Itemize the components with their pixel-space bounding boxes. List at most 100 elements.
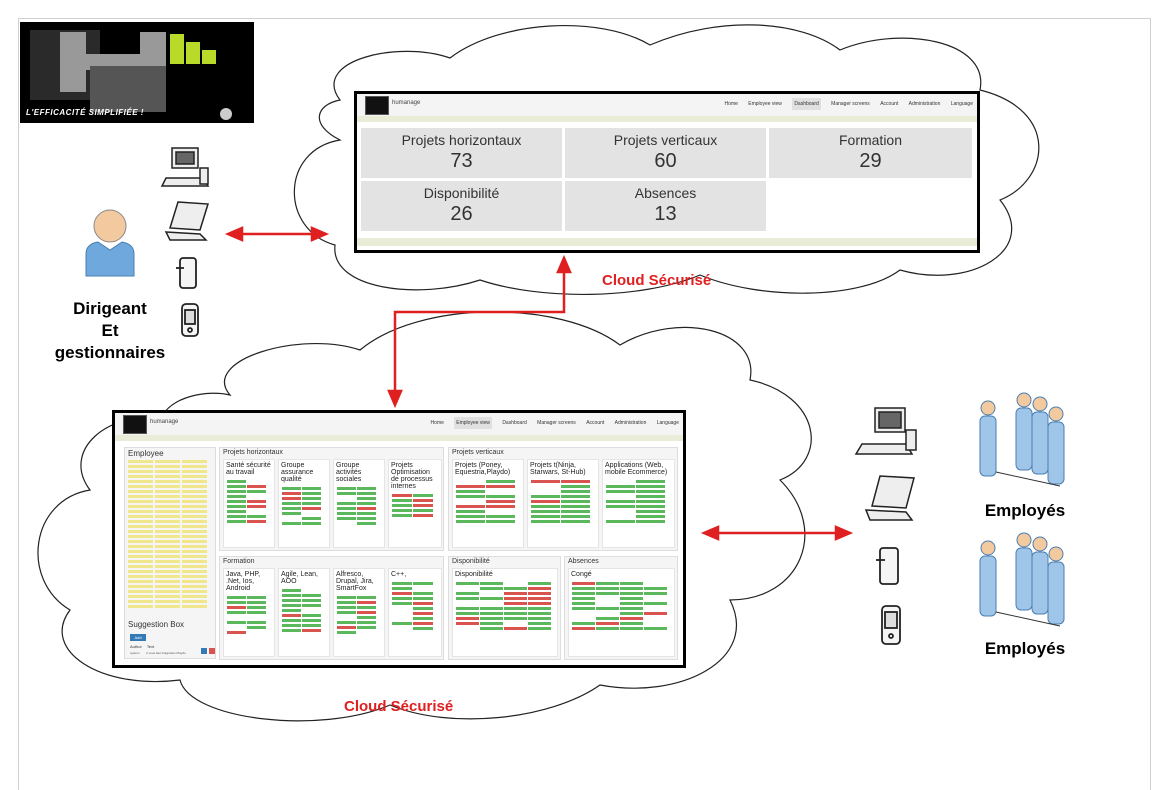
- employee-table-cell: [128, 595, 153, 598]
- schedule-cell: [337, 626, 356, 629]
- employee-table-cell: [128, 515, 153, 518]
- employee-table-cell: [128, 485, 153, 488]
- employee-table-cell: [128, 605, 153, 608]
- sub-applications: Applications (Web, mobile Ecommerce): [602, 459, 675, 548]
- app-brand-name[interactable]: humanage: [150, 419, 179, 425]
- employee-table-cell: [182, 560, 207, 563]
- app-brand-name[interactable]: humanage: [392, 100, 421, 106]
- nav-home[interactable]: Home: [430, 420, 444, 426]
- nav-administration[interactable]: Administration: [908, 101, 941, 107]
- schedule-cell: [337, 631, 356, 634]
- schedule-cell: [456, 622, 479, 625]
- schedule-cell: [302, 629, 321, 632]
- employee-table-cell: [155, 600, 180, 603]
- schedule-cell: [456, 592, 479, 595]
- app-brand-logo[interactable]: [365, 96, 389, 115]
- employee-table-cell: [128, 460, 153, 463]
- schedule-cell: [456, 607, 479, 610]
- add-suggestion-button[interactable]: Add: [130, 634, 146, 641]
- schedule-cell: [357, 497, 376, 500]
- employee-table-cell: [128, 505, 153, 508]
- cloud-label-bottom: Cloud Sécurisé: [344, 698, 454, 715]
- schedule-cell: [413, 602, 433, 605]
- sub-conge: Congé: [568, 568, 675, 657]
- nav-employee-view[interactable]: Employee view: [748, 101, 782, 107]
- tablet-icon: [176, 257, 197, 289]
- employee-table-cell: [128, 565, 153, 568]
- schedule-cell: [282, 594, 301, 597]
- sub-title: Congé: [571, 571, 592, 578]
- nav-account[interactable]: Account: [586, 420, 605, 426]
- nav-manager-screens[interactable]: Manager screens: [537, 420, 576, 426]
- employee-table-cell: [182, 555, 207, 558]
- edit-suggestion-button[interactable]: [201, 648, 207, 654]
- schedule-cell: [413, 612, 433, 615]
- schedule-cell: [572, 597, 595, 600]
- schedule-cell: [413, 582, 433, 585]
- manager-label-line3: gestionnaires: [54, 343, 166, 362]
- panel-title: Absences: [568, 558, 599, 565]
- schedule-cell: [486, 515, 515, 518]
- schedule-cell: [357, 512, 376, 515]
- employee-table-cell: [155, 480, 180, 483]
- nav-dashboard[interactable]: Dashboard: [792, 98, 821, 110]
- nav-account[interactable]: Account: [880, 101, 899, 107]
- schedule-cell: [636, 485, 665, 488]
- schedule-cell: [227, 480, 246, 483]
- employee-table-cell: [155, 540, 180, 543]
- schedule-cell: [413, 607, 433, 610]
- schedule-cell: [247, 621, 266, 624]
- tile-projets-horizontaux: Projets horizontaux 73: [361, 128, 562, 178]
- schedule-cell: [227, 510, 246, 513]
- schedule-cell: [392, 504, 412, 507]
- nav-employee-view[interactable]: Employee view: [454, 417, 492, 429]
- employee-table-cell: [155, 515, 180, 518]
- schedule-cell: [561, 490, 590, 493]
- schedule-cell: [456, 495, 485, 498]
- sub-sante-securite: Santé sécurité au travail: [223, 459, 275, 548]
- employee-top-stripe: [115, 435, 683, 441]
- app-brand-logo[interactable]: [123, 415, 147, 434]
- employee-table-cell: [128, 570, 153, 573]
- dashboard-screenshot: humanage Home Employee view Dashboard Ma…: [354, 91, 980, 253]
- schedule-cell: [636, 505, 665, 508]
- schedule-cell: [596, 622, 619, 625]
- schedule-cell: [606, 500, 635, 503]
- logo-tagline: L'EFFICACITÉ SIMPLIFIÉE !: [26, 108, 144, 117]
- sub-title: Alfresco, Drupal, Jira, SmartFox: [336, 571, 374, 592]
- nav-home[interactable]: Home: [724, 101, 738, 107]
- schedule-cell: [227, 606, 246, 609]
- schedule-cell: [636, 480, 665, 483]
- delete-suggestion-button[interactable]: [209, 648, 215, 654]
- schedule-cell: [392, 514, 412, 517]
- nav-dashboard[interactable]: Dashboard: [502, 420, 527, 426]
- schedule-cell: [392, 587, 412, 590]
- schedule-cell: [572, 592, 595, 595]
- schedule-cell: [227, 601, 246, 604]
- employee-table-cell: [182, 545, 207, 548]
- nav-manager-screens[interactable]: Manager screens: [831, 101, 870, 107]
- tile-value: 60: [654, 150, 677, 172]
- nav-language[interactable]: Language: [950, 101, 973, 107]
- schedule-cell: [337, 507, 356, 510]
- nav-language[interactable]: Language: [656, 420, 679, 426]
- employee-table-cell: [128, 510, 153, 513]
- schedule-cell: [282, 502, 301, 505]
- panel-title: Disponibilité: [452, 558, 490, 565]
- nav-administration[interactable]: Administration: [614, 420, 647, 426]
- employee-table-cell: [128, 590, 153, 593]
- sub-disponibilite: Disponibilité: [452, 568, 558, 657]
- schedule-cell: [504, 607, 527, 610]
- tile-value: 13: [654, 203, 677, 225]
- employee-table-cell: [155, 505, 180, 508]
- employee-table-cell: [182, 540, 207, 543]
- arrow-employee-view-to-dashboard: [387, 254, 572, 409]
- schedule-cell: [227, 596, 246, 599]
- sub-title: Disponibilité: [455, 571, 493, 578]
- employee-panel-title: Employee: [128, 449, 164, 458]
- logo-graphic: [30, 30, 232, 120]
- tile-formation: Formation 29: [769, 128, 972, 178]
- schedule-cell: [480, 597, 503, 600]
- schedule-cell: [528, 597, 551, 600]
- manager-person-icon: [85, 209, 135, 277]
